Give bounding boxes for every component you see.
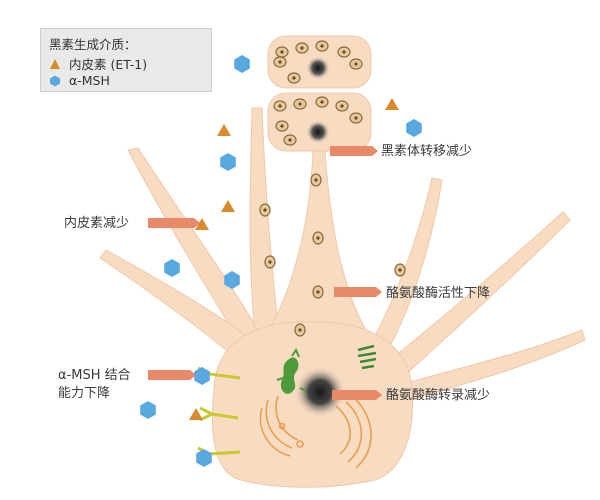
melanosome-core — [342, 50, 346, 54]
melanosome-core — [292, 76, 296, 80]
melanosome-core — [316, 236, 320, 240]
dendrite-lower-left — [99, 249, 246, 356]
dendrite-left — [127, 147, 259, 341]
legend-title: 黑素生成介质： — [49, 37, 137, 52]
legend-item-label: 内皮素 (ET-1) — [69, 57, 148, 72]
melanosome-core — [263, 208, 267, 212]
label-msh-binding-2: 能力下降 — [58, 386, 111, 401]
et1-triangle — [217, 124, 231, 136]
legend-item-msh: α-MSH — [49, 73, 110, 88]
hexagon-icon — [50, 75, 60, 86]
arrow-melanosome-transfer — [330, 146, 378, 156]
msh-hexagon — [224, 271, 240, 289]
arrow-tyrosinase-activity — [334, 287, 382, 297]
melanosome-core — [314, 178, 318, 182]
nucleus — [294, 366, 346, 418]
melanosome-core — [320, 100, 324, 104]
et1-triangles — [189, 98, 399, 420]
arrow-msh-binding — [148, 370, 196, 380]
label-melanosome-transfer: 黑素体转移减少 — [381, 144, 473, 159]
melanosome-core — [280, 124, 284, 128]
melanosome-core — [280, 50, 284, 54]
label-tyrosinase-activity: 酪氨酸酶活性下降 — [386, 286, 491, 301]
et1-triangle — [221, 200, 235, 212]
et1-triangle — [385, 98, 399, 110]
msh-hexagon — [196, 449, 212, 467]
melanosome-core — [268, 260, 272, 264]
melanosome-core — [354, 62, 358, 66]
melanosome-core — [300, 46, 304, 50]
arrow-endothelin — [148, 218, 200, 228]
dendrite-right — [389, 211, 571, 376]
melanocyte-cell — [99, 107, 586, 488]
melanosome-group — [259, 40, 406, 337]
melanosome-core — [340, 104, 344, 108]
endoplasmic-reticulum — [276, 347, 307, 394]
melanosome-core — [398, 268, 402, 272]
melanosome-core — [278, 60, 282, 64]
golgi-apparatus — [259, 395, 372, 469]
et1-triangle — [195, 218, 209, 230]
msh-hexagon — [194, 367, 210, 385]
label-endothelin: 内皮素减少 — [64, 216, 130, 231]
ribosome-cluster — [357, 344, 377, 370]
dendrite-left-mid — [249, 107, 279, 331]
melanosome-core — [278, 104, 282, 108]
label-tyrosinase-transcription: 酪氨酸酶转录减少 — [386, 388, 491, 403]
melanosome-core — [298, 102, 302, 106]
melanosome-core — [298, 328, 302, 332]
melanosome-core — [316, 290, 320, 294]
legend-item-label: α-MSH — [69, 73, 110, 88]
msh-hexagon — [220, 153, 236, 171]
melanosome-core — [354, 116, 358, 120]
msh-hexagon — [164, 259, 180, 277]
receptor-2 — [199, 406, 239, 422]
msh-hexagon — [406, 119, 422, 137]
triangle-icon — [50, 58, 60, 69]
msh-hexagon — [140, 401, 156, 419]
msh-hexagons — [140, 55, 422, 467]
melanosome-core — [288, 138, 292, 142]
dendrite-right-mid — [369, 177, 443, 351]
legend-item-et1: 内皮素 (ET-1) — [49, 54, 147, 73]
label-msh-binding-1: α-MSH 结合 — [58, 368, 131, 383]
msh-hexagon — [234, 55, 250, 73]
melanosome-core — [320, 44, 324, 48]
dendrite-far-right — [399, 329, 586, 401]
legend: 黑素生成介质： 内皮素 (ET-1) α-MSH — [40, 28, 212, 92]
arrow-tyrosinase-transcription — [332, 390, 382, 400]
et1-triangle — [189, 408, 203, 420]
